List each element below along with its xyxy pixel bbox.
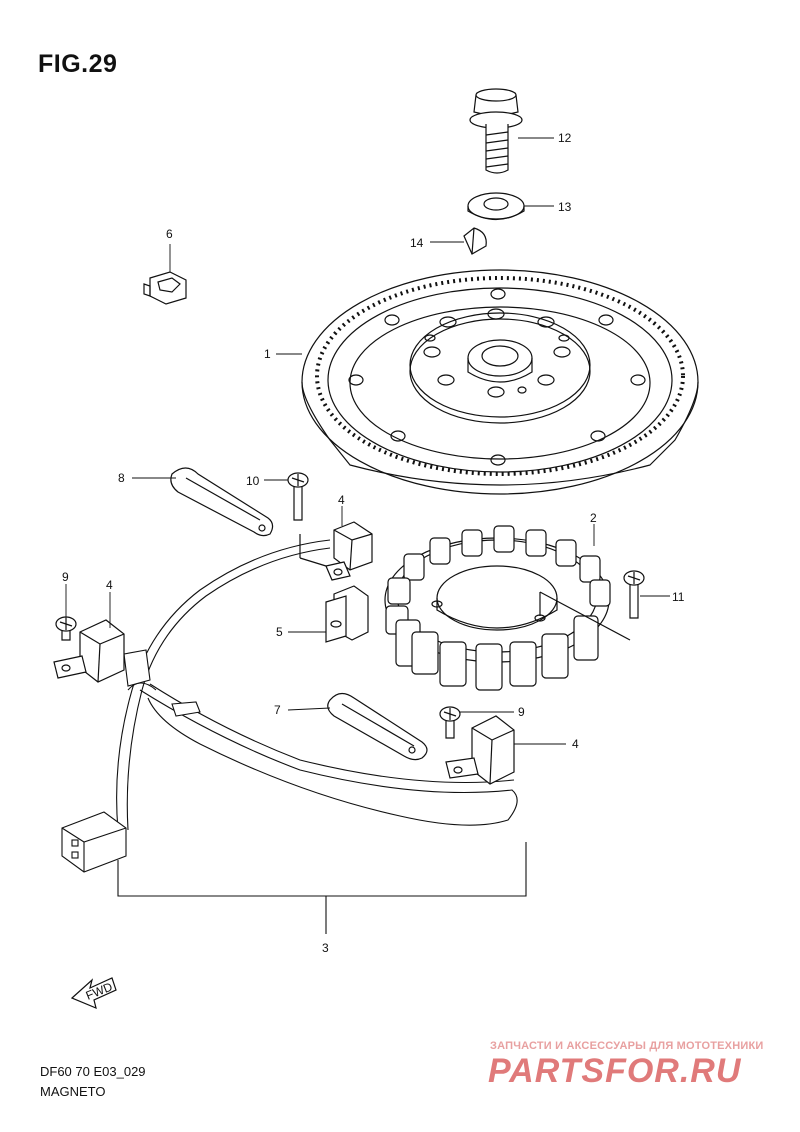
callout-1: 1 [264,347,271,361]
part-4-pickup-top [299,521,373,581]
part-1-flywheel [301,269,699,495]
part-4-pickup-right [445,715,515,785]
part-5-bracket [325,585,369,643]
figure-code: DF60 70 E03_029 [40,1064,146,1079]
callout-14: 14 [410,236,424,250]
callout-10: 10 [246,474,260,488]
part-3-harness [61,539,527,934]
part-6-clip [143,271,187,305]
part-2-stator [384,525,631,691]
watermark-tagline: ЗАПЧАСТИ И АКСЕССУАРЫ ДЛЯ МОТОТЕХНИКИ [490,1040,764,1052]
callout-9-right: 9 [518,705,525,719]
part-12-bolt [469,88,523,174]
part-4-pickup-left [53,619,125,683]
part-9-screw-left [55,616,77,641]
callout-3: 3 [322,941,329,955]
figure-name: MAGNETO [40,1084,106,1099]
callout-7: 7 [274,703,281,717]
callout-4-left: 4 [106,578,113,592]
leader-lines [65,137,670,745]
callout-5: 5 [276,625,283,639]
callout-numbers: 12 13 14 6 1 2 8 10 4 9 4 5 11 7 9 4 3 [62,131,685,955]
callout-2: 2 [590,511,597,525]
part-7-strap [327,692,428,761]
part-9-screw-right [439,706,461,739]
part-10-screw [287,472,309,521]
part-8-strap [170,467,274,537]
fwd-arrow-icon: FWD [70,977,117,1010]
part-11-screw [623,570,645,619]
callout-8: 8 [118,471,125,485]
figure-title: FIG.29 [38,50,118,78]
callout-4-right: 4 [572,737,579,751]
callout-13: 13 [558,200,572,214]
callout-6: 6 [166,227,173,241]
callout-4-top: 4 [338,493,345,507]
callout-12: 12 [558,131,572,145]
callout-9-left: 9 [62,570,69,584]
watermark-brand: PARTSFOR.RU [488,1052,742,1090]
part-13-washer [467,192,525,221]
callout-11: 11 [672,590,685,604]
part-14-key [463,227,487,255]
